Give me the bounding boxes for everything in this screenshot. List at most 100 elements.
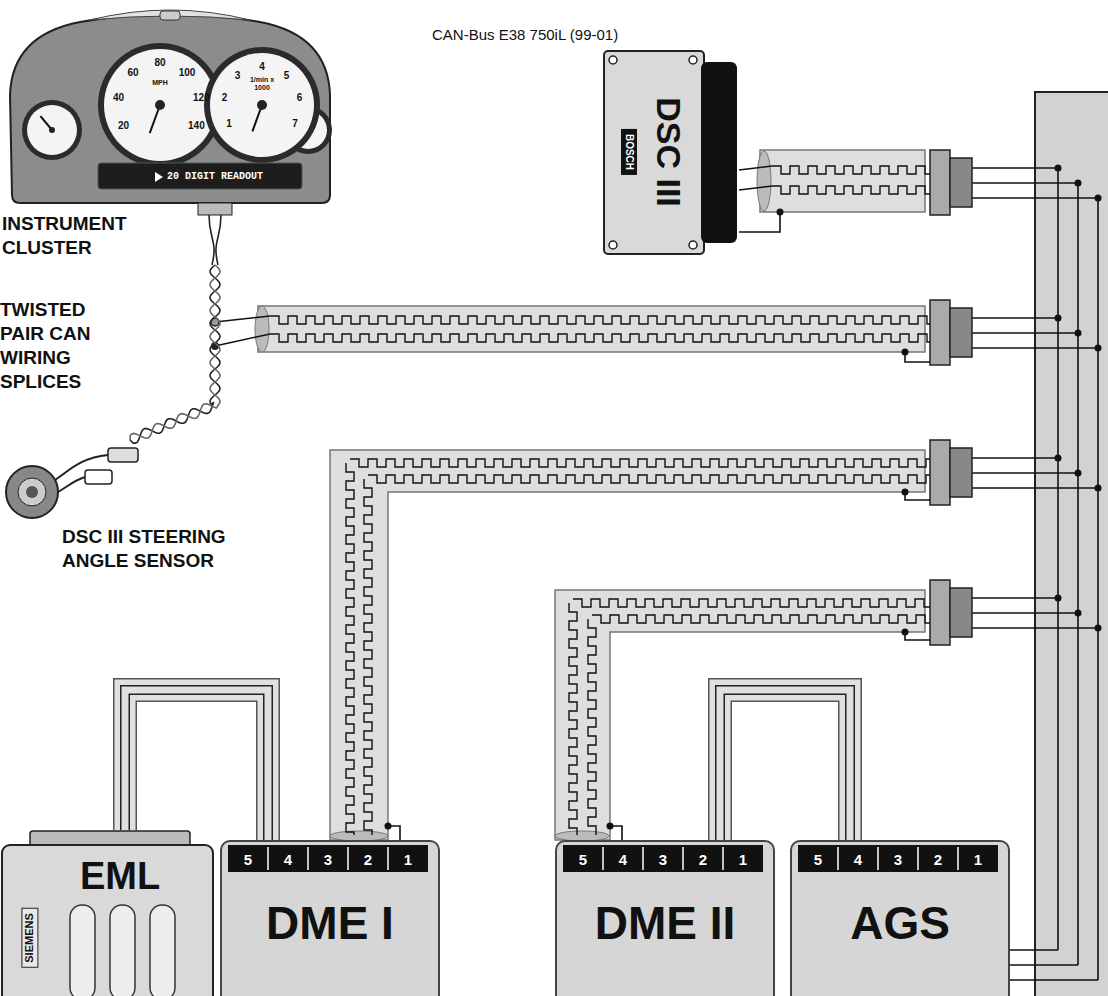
sensor-body [18,478,46,506]
pin-number: 4 [854,851,862,866]
pin-number: 2 [364,851,372,866]
gauge-face [104,49,216,161]
pin-number: 2 [699,851,707,866]
module-name: DME I [222,900,438,946]
display-strip [98,163,302,189]
bus-wire [970,597,1058,599]
pin-divider [307,847,309,870]
steering-angle-sensor: DSC III STEERING ANGLE SENSOR [0,440,290,585]
bus-wire [970,167,1058,169]
pin-divider [347,847,349,870]
pin-divider [387,847,389,870]
splice-dot [1095,625,1102,632]
pin-divider [682,847,684,870]
splice-dot [1095,485,1102,492]
splice-connector [950,448,972,497]
bus-wire [1077,183,1079,965]
twisted-wire [270,334,930,342]
twisted-wire [569,603,577,835]
pin-divider [917,847,919,870]
splice-dot [385,823,392,830]
pin-number: 1 [974,851,982,866]
twisted-wire [592,615,930,623]
module-name: EML [80,857,160,895]
cable-band [125,690,268,840]
mounting-screw [689,241,697,249]
gauge-number: 6 [297,93,303,103]
pin-divider [957,847,959,870]
pin-number: 3 [659,851,667,866]
gauge-hub [155,100,165,110]
gauge-hub [257,100,267,110]
gauge-number: 80 [154,58,165,68]
gauge-number: 140 [188,121,205,131]
cable-band [125,690,268,840]
gauge-ring [22,100,82,160]
gauge-number: 2 [222,93,228,103]
drain-wire [905,492,930,500]
cooling-fin [150,905,175,996]
brand-label: BOSCH [621,129,637,175]
splice-dot [1075,470,1082,477]
gauge-number: 100 [179,68,196,78]
pin-divider [877,847,879,870]
twisted-wire [772,166,930,174]
gauge-number: 60 [127,68,138,78]
mounting-screw [689,56,697,64]
gauge-number: 3 [235,71,241,81]
cable-end [757,151,771,211]
sensor-body [26,486,38,498]
twisted-wire [346,463,354,835]
display-arrow [155,172,163,182]
splice-connector [930,440,950,505]
gauge-face [27,105,77,155]
twisted-wire [364,479,372,835]
wire [739,186,772,190]
wire [215,316,270,322]
splice-dot [1055,455,1062,462]
drain-wire [905,352,930,362]
cable-shield [330,450,925,840]
pin-number: 4 [619,851,627,866]
splice-dot [607,823,614,830]
module-name: DSC III STEERING ANGLE SENSOR [62,525,287,573]
cable-band [720,690,850,840]
dsc-module: DSC III BOSCH [603,50,739,255]
cluster-connector [198,203,232,215]
twisted-wire [130,265,220,443]
cable-band [720,690,850,840]
gauge-hub [49,127,55,133]
splice-dot [1055,315,1062,322]
bus-wire [970,457,1058,459]
module-name: INSTRUMENT CLUSTER [2,212,167,260]
callout-label: TWISTED PAIR CAN WIRING SPLICES [0,298,112,394]
module-housing [604,51,704,254]
wire [215,334,270,346]
twisted-wire [588,619,596,835]
brand-label: SIEMENS [21,908,38,968]
twisted-pair-connector [130,265,220,443]
pin-divider [837,847,839,870]
bus-wire [970,472,1078,474]
gauge-number: 5 [284,71,290,81]
cluster-housing [10,14,330,203]
drain-wire [905,632,930,640]
splice-connector [950,308,972,357]
splice-connector [930,150,950,215]
pin-number: 5 [244,851,252,866]
pin-number: 3 [894,851,902,866]
module-name: DSC III [652,97,686,207]
bus-wire [1057,168,1059,950]
gauge-number: 20 [118,121,129,131]
cooling-fin [70,905,95,996]
gauge-number: 7 [292,119,298,129]
pin-divider [267,847,269,870]
bus-wire [1000,964,1078,966]
splice-bus-bar [1035,92,1108,996]
cable-end [255,306,269,352]
gauge-number: 1 [226,119,232,129]
bus-wire [970,197,1098,199]
twisted-wire [209,215,214,265]
splice-dot [902,489,909,496]
